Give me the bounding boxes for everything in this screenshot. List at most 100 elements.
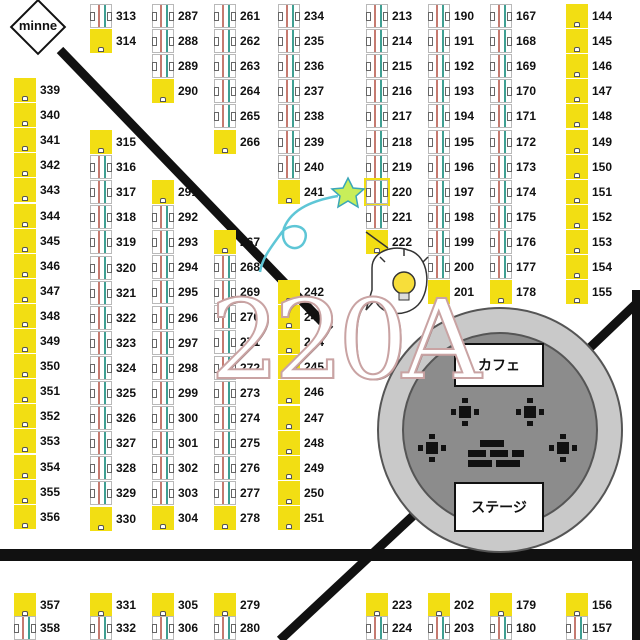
booth-303[interactable] [152, 481, 174, 506]
booth-242[interactable] [278, 280, 300, 304]
booth-214[interactable] [366, 29, 388, 54]
booth-275[interactable] [214, 430, 236, 455]
booth-239[interactable] [278, 129, 300, 154]
booth-170[interactable] [490, 79, 512, 104]
booth-190[interactable] [428, 4, 450, 28]
booth-245[interactable] [278, 355, 300, 380]
booth-280[interactable] [214, 616, 236, 640]
booth-234[interactable] [278, 4, 300, 28]
booth-244[interactable] [278, 330, 300, 355]
booth-201[interactable] [428, 280, 450, 305]
booth-248[interactable] [278, 430, 300, 455]
booth-325[interactable] [90, 381, 112, 405]
booth-176[interactable] [490, 229, 512, 254]
booth-156[interactable] [566, 593, 588, 617]
booth-320[interactable] [90, 255, 112, 280]
booth-246[interactable] [278, 380, 300, 405]
booth-196[interactable] [428, 154, 450, 179]
booth-223[interactable] [366, 593, 388, 617]
booth-349[interactable] [14, 329, 36, 353]
booth-353[interactable] [14, 429, 36, 454]
booth-191[interactable] [428, 29, 450, 54]
booth-200[interactable] [428, 255, 450, 279]
booth-169[interactable] [490, 54, 512, 79]
booth-154[interactable] [566, 255, 588, 279]
booth-179[interactable] [490, 593, 512, 617]
booth-172[interactable] [490, 129, 512, 154]
booth-271[interactable] [214, 330, 236, 355]
booth-153[interactable] [566, 229, 588, 254]
booth-193[interactable] [428, 79, 450, 104]
booth-330[interactable] [90, 506, 112, 531]
booth-277[interactable] [214, 481, 236, 505]
booth-202[interactable] [428, 593, 450, 617]
booth-224[interactable] [366, 616, 388, 640]
booth-215[interactable] [366, 54, 388, 79]
booth-318[interactable] [90, 205, 112, 230]
booth-194[interactable] [428, 104, 450, 129]
booth-148[interactable] [566, 104, 588, 129]
booth-266[interactable] [214, 129, 236, 154]
booth-315[interactable] [90, 130, 112, 154]
booth-240[interactable] [278, 154, 300, 179]
booth-340[interactable] [14, 103, 36, 128]
booth-213[interactable] [366, 4, 388, 28]
booth-157[interactable] [566, 616, 588, 640]
booth-328[interactable] [90, 456, 112, 481]
booth-178[interactable] [490, 280, 512, 305]
booth-319[interactable] [90, 230, 112, 255]
booth-167[interactable] [490, 4, 512, 28]
booth-297[interactable] [152, 330, 174, 355]
booth-268[interactable] [214, 255, 236, 280]
booth-293[interactable] [152, 230, 174, 255]
booth-263[interactable] [214, 54, 236, 79]
booth-155[interactable] [566, 280, 588, 305]
booth-352[interactable] [14, 404, 36, 429]
booth-270[interactable] [214, 305, 236, 330]
booth-305[interactable] [152, 593, 174, 617]
booth-278[interactable] [214, 506, 236, 531]
booth-198[interactable] [428, 204, 450, 229]
booth-264[interactable] [214, 79, 236, 104]
booth-261[interactable] [214, 4, 236, 28]
booth-288[interactable] [152, 29, 174, 54]
booth-243[interactable] [278, 305, 300, 330]
booth-151[interactable] [566, 179, 588, 204]
booth-321[interactable] [90, 280, 112, 305]
booth-344[interactable] [14, 203, 36, 228]
booth-276[interactable] [214, 455, 236, 480]
booth-217[interactable] [366, 104, 388, 129]
booth-251[interactable] [278, 505, 300, 530]
booth-317[interactable] [90, 180, 112, 205]
booth-250[interactable] [278, 480, 300, 505]
booth-175[interactable] [490, 204, 512, 229]
booth-247[interactable] [278, 405, 300, 430]
booth-265[interactable] [214, 104, 236, 129]
booth-345[interactable] [14, 228, 36, 253]
booth-343[interactable] [14, 178, 36, 203]
booth-329[interactable] [90, 481, 112, 506]
booth-346[interactable] [14, 253, 36, 278]
booth-327[interactable] [90, 431, 112, 456]
booth-342[interactable] [14, 153, 36, 178]
booth-313[interactable] [90, 4, 112, 28]
booth-272[interactable] [214, 355, 236, 380]
booth-289[interactable] [152, 54, 174, 79]
booth-238[interactable] [278, 104, 300, 129]
booth-290[interactable] [152, 79, 174, 104]
booth-150[interactable] [566, 154, 588, 179]
booth-295[interactable] [152, 280, 174, 305]
booth-192[interactable] [428, 54, 450, 79]
booth-350[interactable] [14, 354, 36, 379]
booth-174[interactable] [490, 179, 512, 204]
booth-326[interactable] [90, 406, 112, 431]
booth-235[interactable] [278, 29, 300, 54]
booth-273[interactable] [214, 380, 236, 405]
booth-354[interactable] [14, 454, 36, 479]
booth-145[interactable] [566, 29, 588, 54]
booth-296[interactable] [152, 305, 174, 330]
booth-351[interactable] [14, 379, 36, 404]
booth-279[interactable] [214, 593, 236, 617]
booth-262[interactable] [214, 29, 236, 54]
booth-149[interactable] [566, 129, 588, 154]
